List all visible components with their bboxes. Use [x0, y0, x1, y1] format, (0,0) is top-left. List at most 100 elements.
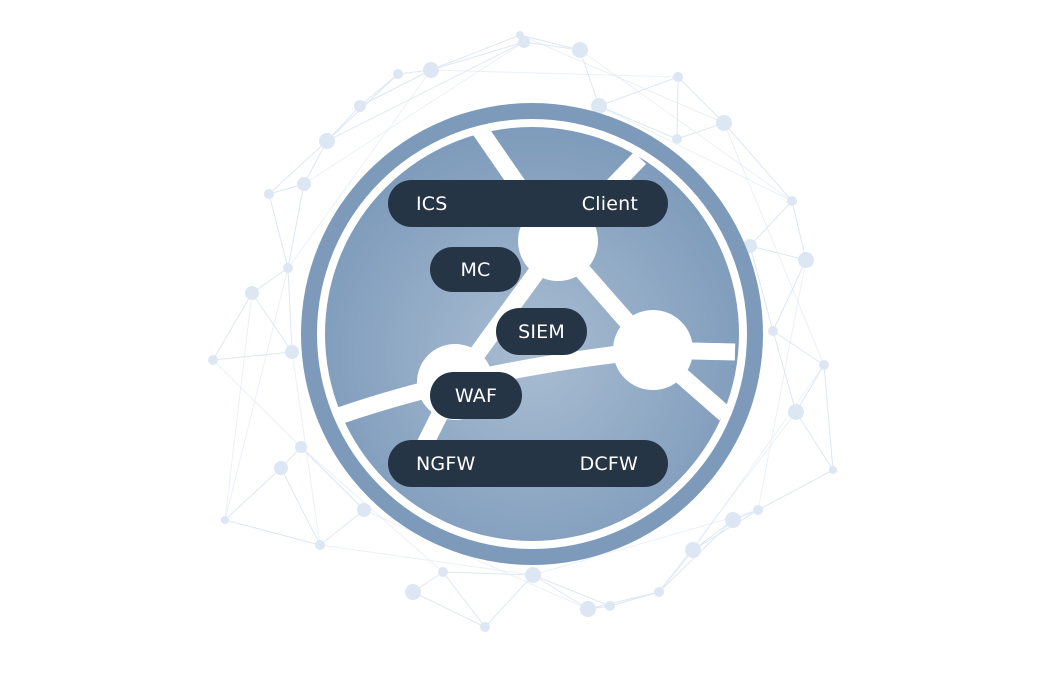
- mesh-node: [572, 42, 588, 58]
- mesh-line: [692, 509, 759, 551]
- mesh-node: [393, 69, 403, 79]
- mesh-line: [212, 351, 293, 361]
- mesh-line: [319, 544, 534, 576]
- mesh-line: [363, 509, 589, 610]
- label-siem: SIEM: [518, 320, 565, 343]
- ngfw-dcfw-pill: NGFW DCFW: [388, 440, 668, 487]
- mesh-line: [212, 292, 253, 361]
- label-mc: MC: [460, 258, 491, 281]
- label-ics: ICS: [416, 192, 448, 215]
- mesh-line: [326, 41, 525, 142]
- mesh-node: [798, 252, 814, 268]
- mesh-node: [753, 505, 763, 515]
- mesh-line: [677, 76, 725, 124]
- mesh-nodes: [208, 31, 837, 632]
- mesh-line: [723, 122, 825, 366]
- mesh-line: [723, 122, 793, 202]
- mesh-node: [295, 441, 307, 453]
- mesh-line: [532, 509, 759, 576]
- mesh-line: [587, 591, 660, 610]
- mesh-line: [430, 69, 679, 78]
- mesh-node: [518, 36, 530, 48]
- mesh-line: [224, 292, 253, 521]
- mesh-line: [532, 574, 611, 607]
- mesh-line: [772, 330, 797, 413]
- mesh-node: [319, 133, 335, 149]
- mesh-line: [532, 574, 589, 610]
- mesh-line: [692, 519, 734, 551]
- mesh-line: [579, 49, 600, 107]
- mesh-line: [519, 34, 725, 124]
- mesh-line: [359, 69, 432, 107]
- mesh-line: [251, 292, 293, 353]
- mesh-line: [757, 259, 807, 511]
- mesh-line: [303, 41, 525, 185]
- mesh-node: [716, 115, 732, 131]
- mesh-node: [405, 584, 421, 600]
- mesh-node: [672, 134, 682, 144]
- mesh-line: [609, 591, 660, 607]
- mesh-node: [354, 100, 366, 112]
- mesh-node: [580, 601, 596, 617]
- mesh-line: [519, 34, 581, 51]
- mesh-line: [772, 330, 825, 366]
- mesh-line: [430, 41, 525, 71]
- mesh-line: [300, 446, 444, 573]
- mesh-line: [212, 359, 365, 511]
- mesh-node: [285, 345, 299, 359]
- mesh-line: [523, 41, 581, 51]
- mesh-line: [430, 34, 521, 71]
- mesh-line: [224, 267, 289, 521]
- label-client: Client: [581, 192, 638, 215]
- mesh-node: [654, 587, 664, 597]
- mesh-node: [274, 461, 288, 475]
- mesh-node: [685, 542, 701, 558]
- label-waf: WAF: [454, 384, 498, 407]
- mesh-lines: [212, 34, 834, 628]
- waf-pill: WAF: [430, 372, 522, 419]
- mesh-line: [442, 571, 486, 628]
- mesh-line: [598, 105, 793, 202]
- mesh-node: [480, 622, 490, 632]
- mesh-line: [795, 411, 834, 471]
- mesh-line: [757, 469, 834, 511]
- mesh-line: [287, 69, 432, 269]
- mesh-node: [283, 263, 293, 273]
- label-dcfw: DCFW: [579, 452, 638, 475]
- mesh-line: [412, 591, 486, 628]
- mesh-node: [819, 360, 829, 370]
- mesh-line: [484, 574, 534, 628]
- mesh-node: [605, 601, 615, 611]
- mesh-node: [768, 326, 778, 336]
- mesh-node: [788, 404, 804, 420]
- mesh-line: [303, 140, 328, 185]
- mesh-line: [326, 105, 361, 142]
- mesh-node: [829, 466, 837, 474]
- mesh-node: [264, 189, 274, 199]
- ics-client-pill: ICS Client: [388, 180, 668, 227]
- mesh-node: [725, 512, 741, 528]
- mesh-line: [319, 509, 365, 546]
- mesh-node: [787, 196, 797, 206]
- mesh-node: [357, 503, 371, 517]
- mesh-line: [823, 364, 834, 471]
- mesh-line: [772, 259, 807, 332]
- mesh-line: [442, 571, 534, 576]
- mesh-line: [579, 49, 793, 202]
- mesh-line: [251, 267, 289, 294]
- mesh-line: [676, 122, 725, 140]
- mesh-line: [791, 200, 807, 261]
- mesh-line: [658, 411, 797, 593]
- mesh-line: [287, 183, 305, 269]
- mesh-node: [525, 567, 541, 583]
- mesh-line: [268, 140, 328, 195]
- label-ngfw: NGFW: [416, 452, 476, 475]
- mesh-node: [516, 31, 524, 39]
- mesh-node: [245, 286, 259, 300]
- mesh-node: [297, 177, 311, 191]
- mesh-line: [598, 105, 678, 140]
- mesh-node: [208, 355, 218, 365]
- mc-pill: MC: [430, 247, 521, 292]
- siem-pill: SIEM: [496, 308, 587, 355]
